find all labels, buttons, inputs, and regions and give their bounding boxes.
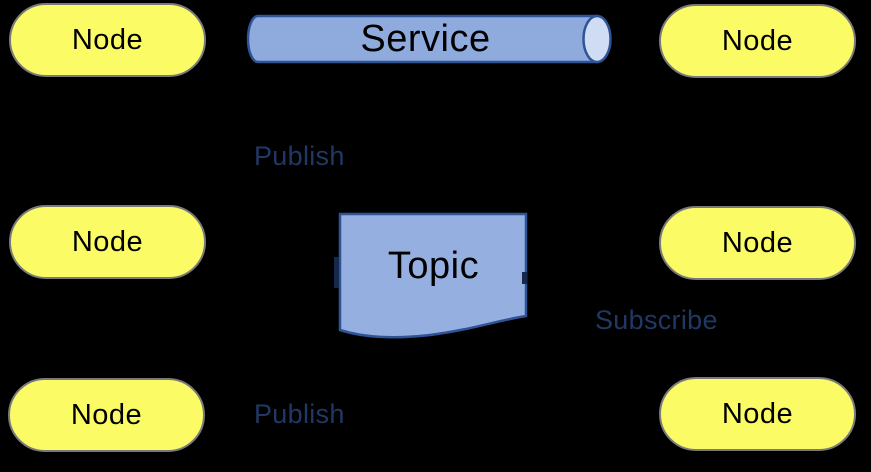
publish-label-bottom: Publish: [254, 399, 345, 429]
topic-document-shape: [338, 212, 528, 339]
node-bottom-right: Node: [659, 377, 856, 451]
node-label: Node: [721, 226, 794, 259]
connector-remnant: [522, 272, 527, 284]
node-label: Node: [70, 398, 143, 431]
topic-label: Topic: [387, 244, 480, 287]
node-middle-right: Node: [659, 206, 856, 280]
node-label: Node: [71, 225, 144, 258]
node-label: Node: [721, 24, 794, 57]
node-middle-left: Node: [9, 205, 206, 279]
connector-remnant: [334, 257, 339, 288]
node-top-right: Node: [659, 4, 856, 78]
service-pipe-cap: [582, 14, 612, 64]
service-pipe-shape: [246, 14, 599, 64]
node-bottom-left: Node: [8, 378, 205, 452]
publish-label-top: Publish: [254, 141, 345, 171]
node-top-left: Node: [9, 3, 206, 77]
node-label: Node: [71, 23, 144, 56]
node-label: Node: [721, 397, 794, 430]
service-label: Service: [360, 17, 491, 60]
subscribe-label: Subscribe: [595, 305, 718, 335]
